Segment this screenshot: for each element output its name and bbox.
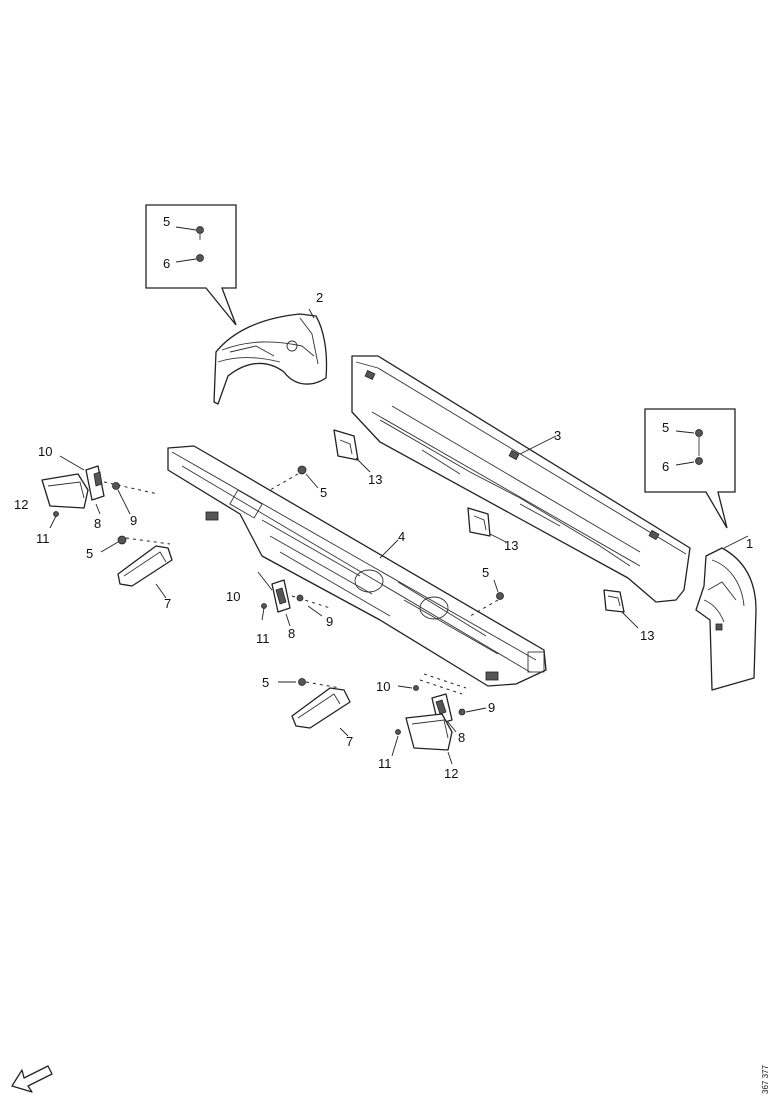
part-label: 11	[36, 531, 50, 546]
part-label: 10	[38, 444, 52, 459]
bumper-beam: 4	[167, 445, 547, 687]
part-label: 11	[256, 631, 270, 646]
bolt-icon	[395, 729, 401, 735]
bolt-icon	[261, 603, 267, 609]
part-label: 5	[262, 675, 269, 690]
screw-icon	[196, 226, 204, 234]
screw-icon	[298, 678, 306, 686]
middle-lower-mount: 5 7	[262, 675, 353, 749]
middle-bracket-assembly: 10 11 8 9	[226, 571, 333, 646]
nut-icon	[296, 594, 304, 602]
callout-label: 5	[662, 420, 669, 435]
part-label: 13	[368, 472, 382, 487]
part-label: 2	[316, 290, 323, 305]
nut-icon	[196, 254, 204, 262]
part-label: 10	[226, 589, 240, 604]
part-label: 7	[346, 734, 353, 749]
beam-top-screw: 5	[269, 465, 327, 500]
reference-code: 367 377	[761, 1065, 770, 1094]
part-label: 8	[458, 730, 465, 745]
part-label: 8	[94, 516, 101, 531]
beam-right-screw: 5	[469, 565, 504, 617]
part-label: 9	[130, 513, 137, 528]
callout-label: 6	[662, 459, 669, 474]
direction-arrow-icon	[11, 1065, 53, 1093]
callout-box-right: 5 6	[644, 408, 736, 529]
part-label: 5	[482, 565, 489, 580]
part-label: 13	[640, 628, 654, 643]
left-bracket-assembly: 10 12 11 8 9	[14, 444, 159, 546]
screw-icon	[695, 429, 703, 437]
corner-cover-left: 2	[213, 290, 328, 405]
tab-13-c: 13	[603, 589, 654, 643]
rear-panel: 3	[351, 355, 691, 603]
screw-icon	[297, 465, 307, 475]
screw-icon	[117, 535, 127, 545]
nut-icon	[458, 708, 466, 716]
part-label: 7	[164, 596, 171, 611]
part-label: 12	[14, 497, 28, 512]
part-label: 9	[488, 700, 495, 715]
left-lower-mount: 5 7	[86, 535, 173, 611]
part-label: 1	[746, 536, 753, 551]
bolt-icon	[413, 685, 419, 691]
lower-bracket-assembly: 10 9 8 11 12	[376, 673, 495, 781]
part-label: 5	[86, 546, 93, 561]
callout-label: 6	[163, 256, 170, 271]
part-label: 5	[320, 485, 327, 500]
part-label: 11	[378, 756, 392, 771]
part-label: 10	[376, 679, 390, 694]
part-label: 13	[504, 538, 518, 553]
corner-cover-right: 1	[695, 535, 757, 691]
bolt-icon	[53, 511, 59, 517]
part-label: 9	[326, 614, 333, 629]
nut-icon	[695, 457, 703, 465]
tab-13-b: 13	[467, 507, 518, 553]
nut-icon	[112, 482, 120, 490]
callout-label: 5	[163, 214, 170, 229]
part-label: 3	[554, 428, 561, 443]
part-label: 8	[288, 626, 295, 641]
callout-box-left: 5 6	[145, 204, 237, 326]
part-label: 12	[444, 766, 458, 781]
screw-icon	[496, 592, 504, 600]
tab-13-a: 13	[333, 429, 382, 487]
part-label: 4	[398, 529, 405, 544]
